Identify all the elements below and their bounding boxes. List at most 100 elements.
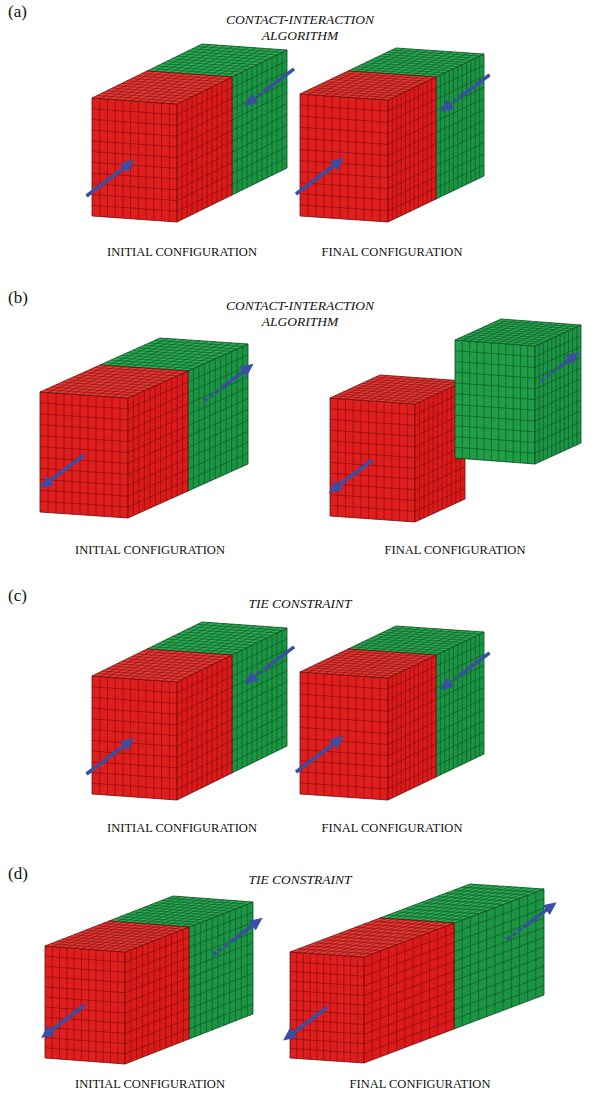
panel-title: TIE CONSTRAINT xyxy=(190,872,410,888)
cube-top-face xyxy=(92,649,232,682)
cube-side-face-mesh xyxy=(232,630,287,770)
cube-end-face-mesh xyxy=(455,341,535,464)
cube-top-face-mesh xyxy=(45,366,182,398)
hidden-load-arrow xyxy=(541,368,559,381)
configuration-label: INITIAL CONFIGURATION xyxy=(107,244,257,260)
load-arrow-pair xyxy=(329,460,373,493)
load-arrow-pair xyxy=(296,653,490,772)
cube-top-face-mesh xyxy=(152,45,282,77)
load-arrow-pair xyxy=(41,918,263,1038)
load-arrow xyxy=(49,1005,85,1032)
cube-end-face xyxy=(330,398,415,522)
panel-letter: (d) xyxy=(8,866,28,882)
finite-element-block xyxy=(455,319,581,464)
arrow-head xyxy=(543,902,557,915)
cube-end-face-mesh xyxy=(300,95,388,222)
cube-end-face xyxy=(300,672,388,800)
panel-title: CONTACT-INTERACTION ALGORITHM xyxy=(190,298,410,330)
cube-end-face-mesh xyxy=(290,952,364,1062)
cube-end-face-mesh xyxy=(40,393,128,518)
cube-side-face-mesh xyxy=(177,657,232,797)
hidden-load-arrow xyxy=(507,926,525,939)
red-cube xyxy=(300,71,436,222)
cube-top-face xyxy=(100,338,248,371)
arrow-head xyxy=(330,158,344,171)
panel-letter: (b) xyxy=(8,290,28,306)
load-arrow xyxy=(459,653,489,676)
cube-top-face-mesh xyxy=(51,922,183,952)
finite-element-block xyxy=(45,896,253,1064)
arrow-head xyxy=(440,99,454,112)
arrow-head xyxy=(440,677,454,690)
cube-top-face-mesh xyxy=(304,72,431,100)
load-arrow xyxy=(87,166,127,196)
cube-top-face xyxy=(380,884,544,923)
configuration-label: FINAL CONFIGURATION xyxy=(350,1076,491,1092)
arrow-head xyxy=(121,160,135,173)
cube-end-face-mesh xyxy=(330,399,415,522)
configuration-label: FINAL CONFIGURATION xyxy=(322,820,463,836)
cube-top-face xyxy=(45,921,189,952)
cube-side-face xyxy=(535,325,581,464)
red-cube xyxy=(330,375,465,522)
cube-top-face xyxy=(300,649,436,678)
cube-top-face xyxy=(147,622,287,655)
arrow-head xyxy=(121,738,135,751)
load-arrows xyxy=(40,69,579,1041)
cube-end-face xyxy=(45,946,125,1064)
cube-top-face xyxy=(455,319,581,346)
configuration-label: FINAL CONFIGURATION xyxy=(385,542,526,558)
configuration-label: FINAL CONFIGURATION xyxy=(322,244,463,260)
cube-top-face xyxy=(147,44,287,77)
cube-top-face xyxy=(92,71,232,104)
green-cube xyxy=(455,319,581,464)
cube-end-face xyxy=(92,98,177,222)
load-arrow xyxy=(264,69,294,92)
red-cube xyxy=(290,918,454,1063)
cube-side-face-mesh xyxy=(388,657,436,798)
cube-top-face xyxy=(300,71,436,100)
cube-top-face-mesh xyxy=(304,650,431,678)
cube-top-face xyxy=(40,365,188,398)
cube-end-face xyxy=(40,392,128,518)
panel-letter: (c) xyxy=(8,588,27,604)
red-cube xyxy=(92,71,232,222)
cube-top-face-mesh xyxy=(115,897,247,927)
red-cube xyxy=(300,649,436,800)
cube-top-face-mesh xyxy=(152,623,282,655)
finite-element-block xyxy=(92,44,287,222)
finite-element-block xyxy=(300,626,484,800)
cube-side-face xyxy=(388,655,436,800)
cube-side-face xyxy=(436,54,484,199)
cube-top-face-mesh xyxy=(97,650,227,682)
arrow-head xyxy=(245,93,259,106)
finite-element-block xyxy=(330,375,465,522)
cube-side-face xyxy=(436,632,484,777)
load-arrow xyxy=(264,647,294,670)
load-arrow xyxy=(222,370,246,388)
arrow-head xyxy=(41,1025,55,1038)
cube-end-face-mesh xyxy=(45,947,125,1064)
cube-top-face-mesh xyxy=(459,320,577,346)
load-arrow-pair xyxy=(40,364,254,488)
load-arrow xyxy=(459,75,489,98)
arrow-head xyxy=(245,671,259,684)
finite-element-block xyxy=(300,48,484,222)
finite-element-block xyxy=(290,884,544,1063)
red-cube xyxy=(40,365,188,518)
cube-side-face-mesh xyxy=(232,52,287,192)
cube-top-face-mesh xyxy=(387,884,538,922)
red-cube xyxy=(92,649,232,800)
cube-top-face-mesh xyxy=(97,72,227,104)
cube-side-face-mesh xyxy=(177,79,232,219)
arrow-head xyxy=(40,475,54,488)
cube-end-face xyxy=(300,94,388,222)
cube-end-face xyxy=(290,952,364,1063)
cube-side-face-mesh xyxy=(535,327,581,462)
hidden-load-arrow xyxy=(204,388,222,401)
cube-side-face xyxy=(388,77,436,222)
cube-side-face-mesh xyxy=(436,634,484,775)
cube-top-face-mesh xyxy=(335,376,461,404)
finite-element-block xyxy=(92,622,287,800)
